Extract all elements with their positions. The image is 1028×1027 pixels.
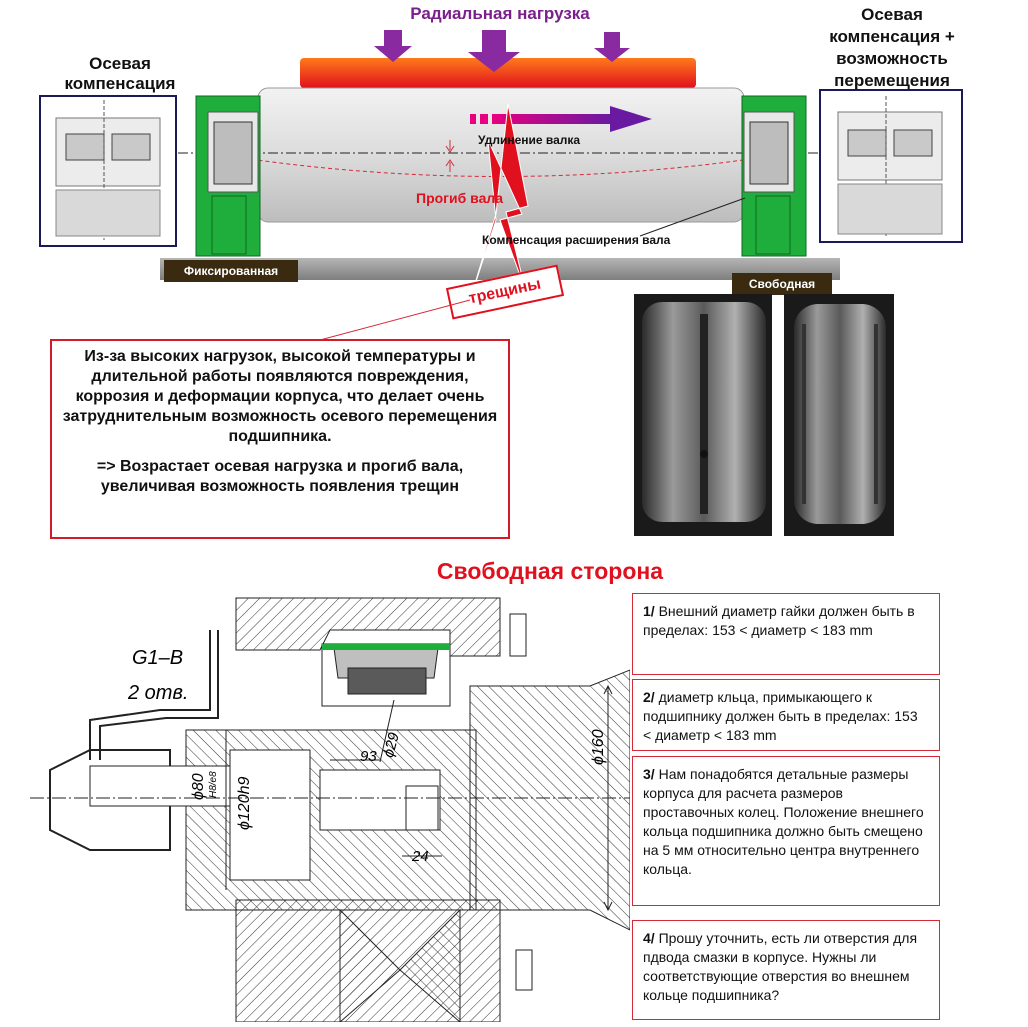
radial-load-bar: [300, 58, 696, 88]
right-housing: [741, 95, 807, 257]
roll-bearing-diagram: [39, 30, 963, 300]
label-dim93: 93: [360, 748, 377, 765]
left-inset: [39, 95, 177, 247]
fixed-side-tag: Фиксированная: [164, 260, 298, 282]
technical-drawing: [30, 590, 630, 1022]
load-arrows: [374, 30, 630, 72]
axial-compensation-right-label: Осевая компенсация + возможность перемещ…: [829, 5, 955, 90]
note-3-number: 3/: [643, 766, 655, 782]
section-title: Свободная сторона: [436, 558, 664, 584]
shaft-deflection-label: Прогиб вала: [416, 190, 504, 206]
roll-elongation-label: Удлинение валка: [478, 133, 581, 147]
left-housing: [195, 95, 261, 257]
label-d120: ϕ120h9: [236, 776, 253, 830]
note-1-text: Внешний диаметр гайки должен быть в пред…: [643, 603, 915, 638]
callout-paragraph-1: Из-за высоких нагрузок, высокой температ…: [62, 348, 498, 445]
base-plate: [160, 258, 840, 280]
crack-bolt: [469, 103, 529, 300]
right-inset: [819, 89, 963, 243]
note-3: 3/ Нам понадобятся детальные размеры кор…: [632, 756, 940, 906]
bearing-ring-photos: [634, 294, 894, 536]
note-2: 2/ диаметр кльца, примыкающего к подшипн…: [632, 679, 940, 751]
note-2-text: диаметр кльца, примыкающего к подшипнику…: [643, 689, 918, 743]
note-2-number: 2/: [643, 689, 655, 705]
note-1: 1/ Внешний диаметр гайки должен быть в п…: [632, 593, 940, 675]
elongation-arrow: [470, 106, 652, 132]
label-g1: G1–B: [132, 647, 184, 669]
axial-compensation-left-label: Осевая компенсация: [64, 54, 176, 93]
label-holes: 2 отв.: [128, 682, 189, 704]
label-d80-tolerance: H8/e8: [208, 771, 219, 798]
callout-pointer: [319, 299, 471, 341]
label-dim24: 24: [412, 848, 429, 865]
note-3-text: Нам понадобятся детальные размеры корпус…: [643, 766, 924, 877]
free-side-tag: Свободная: [732, 273, 832, 295]
note-4: 4/ Прошу уточнить, есть ли отверстия для…: [632, 920, 940, 1020]
label-d160: ϕ160: [590, 729, 607, 765]
note-4-text: Прошу уточнить, есть ли отверстия для пд…: [643, 930, 918, 1003]
callout-paragraph-2: => Возрастает осевая нагрузка и прогиб в…: [96, 458, 464, 495]
note-4-number: 4/: [643, 930, 655, 946]
radial-load-label: Радиальная нагрузка: [410, 4, 590, 23]
label-d80: ϕ80: [190, 773, 207, 800]
warning-callout: Из-за высоких нагрузок, высокой температ…: [50, 339, 510, 539]
shaft-expansion-label: Компенсация расширения вала: [482, 233, 671, 247]
note-1-number: 1/: [643, 603, 655, 619]
